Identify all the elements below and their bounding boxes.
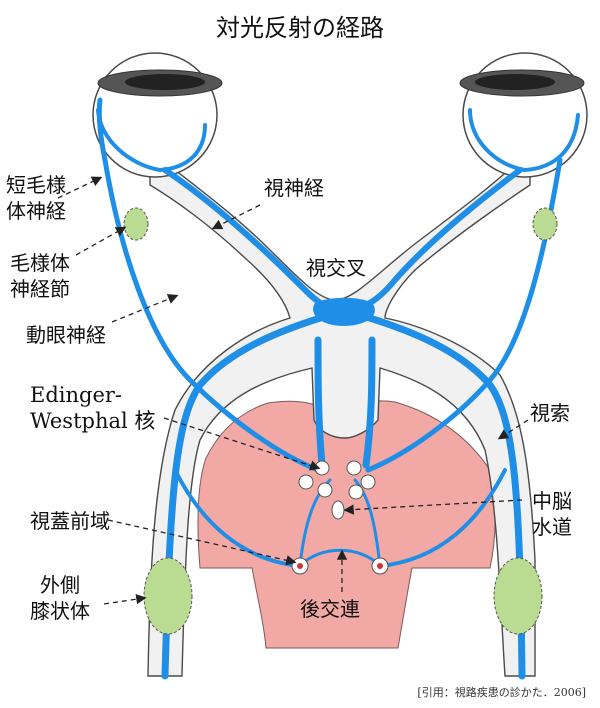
left-oculomotor-nerve (96, 97, 321, 473)
label-oculomotor-nerve: 動眼神経 (26, 323, 106, 347)
label-pretectal-area: 視蓋前域 (30, 509, 110, 533)
left-central-fiber (314, 336, 326, 469)
leader-short-ciliary (57, 176, 103, 199)
pretectum-ew-loop-right (353, 478, 382, 568)
label-posterior-commissure: 後交連 (300, 597, 360, 621)
right-optic-tract (356, 311, 526, 680)
optic-pathway-outline (147, 148, 536, 677)
right-lateral-geniculate-body (493, 557, 543, 635)
right-retina-fiber (468, 108, 580, 172)
citation: [引用：視路疾患の診かた．2006] (417, 686, 586, 699)
right-pretectal-fiber (378, 468, 507, 568)
pretectal-nuclei (291, 557, 389, 575)
left-lateral-geniculate-body (143, 557, 193, 635)
leader-oculomotor (111, 294, 179, 323)
left-pretectal-fiber (173, 468, 302, 568)
left-retina-fiber (96, 108, 207, 172)
label-optic-chiasm: 視交叉 (306, 256, 366, 280)
leader-ciliary-ganglion (75, 226, 127, 256)
midbrain-aqueduct (331, 500, 345, 520)
label-short-ciliary-nerve: 短毛様 体神経 (6, 173, 66, 223)
label-ciliary-ganglion: 毛様体 神経節 (10, 251, 70, 301)
label-optic-tract: 視索 (530, 401, 570, 425)
left-ciliary-ganglion (123, 207, 149, 241)
right-ciliary-ganglion (532, 207, 558, 241)
left-eye (92, 52, 223, 178)
leader-lgb (103, 594, 147, 605)
right-eye (459, 52, 588, 178)
leader-pretectal (107, 519, 297, 566)
label-optic-nerve: 視神経 (264, 176, 324, 200)
label-midbrain-aqueduct: 中脳 水道 (532, 489, 572, 539)
label-edinger-westphal: Edinger- Westphal 核 (30, 383, 156, 433)
label-lateral-geniculate-body: 外側 膝状体 (30, 573, 90, 623)
left-optic-tract (161, 311, 334, 680)
page-title: 対光反射の経路 (216, 14, 384, 42)
chiasm-crossing (313, 297, 375, 326)
right-central-fiber (362, 336, 376, 469)
leader-optic-tract (497, 419, 529, 440)
leader-aqueduct (343, 499, 523, 515)
